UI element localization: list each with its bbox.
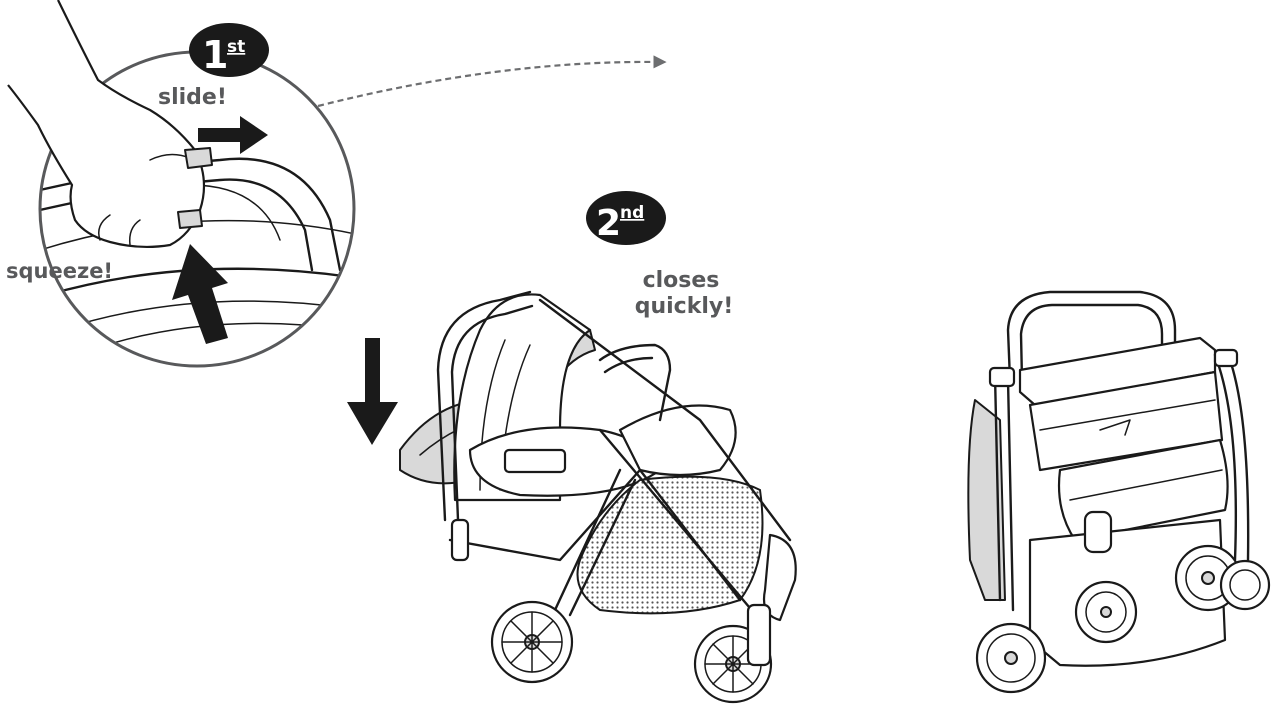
step-1-number: 1: [202, 33, 228, 77]
closes-label-line1: closes: [643, 268, 720, 293]
slide-label: slide!: [158, 85, 227, 110]
step-1-suffix: st: [227, 37, 245, 57]
step-2-badge: 2 nd: [586, 191, 666, 245]
step-2-suffix: nd: [620, 203, 644, 223]
stroller-folding: [399, 290, 797, 704]
squeeze-label: squeeze!: [6, 259, 113, 283]
squeeze-arrow-icon: [172, 244, 228, 344]
hand-icon: [7, 0, 213, 249]
stroller-folded: [967, 290, 1271, 694]
closes-label-line2: quickly!: [635, 294, 734, 319]
slide-arrow-icon: [198, 116, 268, 154]
step-1-badge: 1 st: [189, 23, 269, 77]
detail-magnifier: 1 st slide! squeeze!: [6, 0, 356, 368]
step-2-number: 2: [596, 203, 621, 244]
down-arrow-icon: [347, 338, 398, 445]
dashed-arrow-icon: [317, 55, 667, 108]
